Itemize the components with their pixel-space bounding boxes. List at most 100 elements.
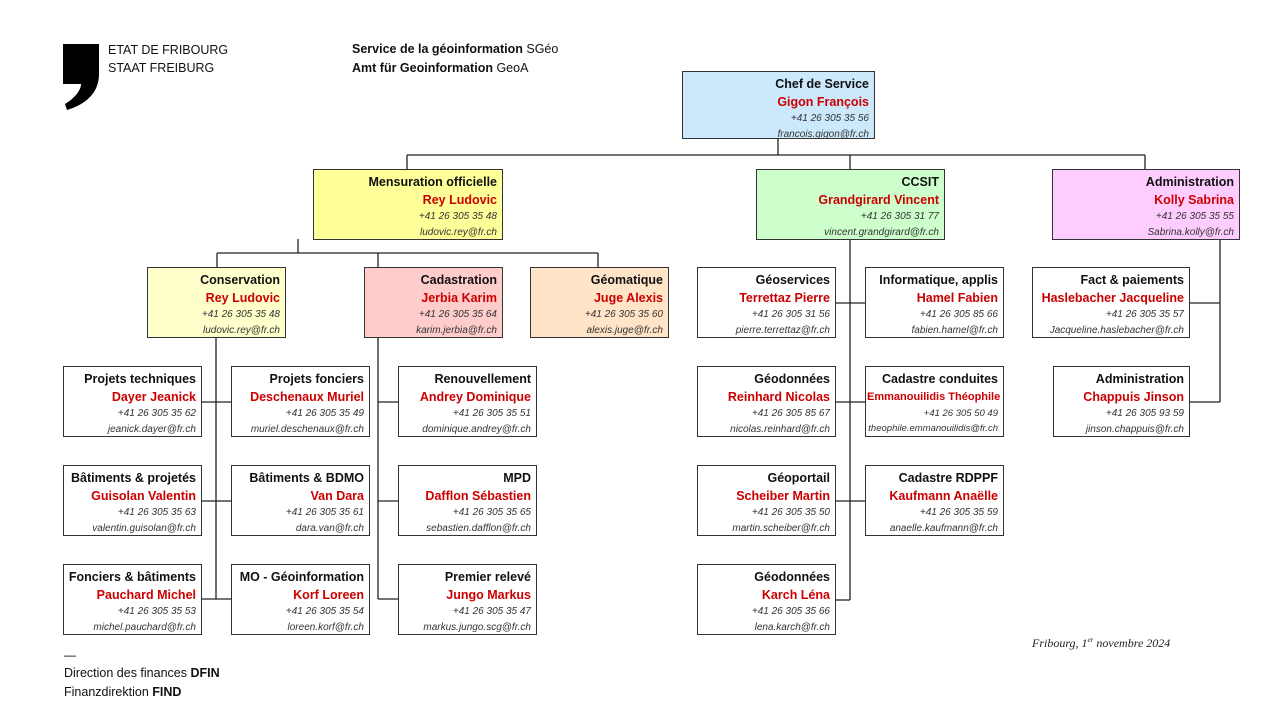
email-link[interactable]: fabien.hamel@fr.ch — [911, 325, 999, 336]
email-link[interactable]: Sabrina.kolly@fr.ch — [1147, 227, 1234, 238]
brand-name: ETAT DE FRIBOURG STAAT FREIBURG — [108, 41, 228, 77]
email-link[interactable]: markus.jungo.scg@fr.ch — [423, 622, 531, 633]
email-link[interactable]: karim.jerbia@fr.ch — [416, 325, 497, 336]
unit-title: MO - Géoinformation — [239, 570, 364, 584]
email-link[interactable]: dara.van@fr.ch — [295, 523, 364, 534]
directorate-de-abbr: FIND — [152, 685, 182, 699]
org-box-geodonnees-karch: Géodonnées Karch Léna +41 26 305 35 66 l… — [697, 564, 836, 635]
unit-title: Administration — [1095, 372, 1184, 386]
email-link[interactable]: sebastien.dafflon@fr.ch — [426, 523, 531, 534]
service-abbr-fr: SGéo — [526, 42, 559, 56]
phone-number: +41 26 305 31 56 — [751, 309, 830, 320]
email-link[interactable]: theophile.emmanouilidis@fr.ch — [868, 423, 998, 434]
org-box-conservation: Conservation Rey Ludovic +41 26 305 35 4… — [147, 267, 286, 338]
email-link[interactable]: lena.karch@fr.ch — [754, 622, 830, 633]
phone-number: +41 26 305 35 49 — [285, 408, 364, 419]
directorate-fr: Direction des finances — [64, 666, 187, 680]
phone-number: +41 26 305 35 62 — [117, 408, 196, 419]
email-link[interactable]: muriel.deschenaux@fr.ch — [250, 424, 364, 435]
person-name: Kolly Sabrina — [1154, 193, 1234, 207]
service-title: Service de la géoinformation SGéo Amt fü… — [352, 40, 558, 78]
phone-number: +41 26 305 31 77 — [860, 211, 939, 222]
unit-title: MPD — [503, 471, 531, 485]
person-name: Kaufmann Anaëlle — [889, 489, 998, 503]
person-name: Reinhard Nicolas — [727, 390, 830, 404]
org-box-geodonnees-reinhard: Géodonnées Reinhard Nicolas +41 26 305 8… — [697, 366, 836, 437]
unit-title: Géodonnées — [754, 570, 830, 584]
unit-title: Bâtiments & projetés — [70, 471, 196, 485]
email-link[interactable]: ludovic.rey@fr.ch — [419, 227, 497, 238]
person-name: Dayer Jeanick — [111, 390, 196, 404]
email-link[interactable]: jeanick.dayer@fr.ch — [107, 424, 196, 435]
email-link[interactable]: francois.gigon@fr.ch — [777, 129, 870, 139]
directorate-fr-abbr: DFIN — [190, 666, 220, 680]
unit-title: Géoportail — [767, 471, 830, 485]
document-date: Fribourg, 1er novembre 2024 — [1032, 636, 1170, 651]
unit-title: Géomatique — [590, 273, 663, 287]
person-name: Korf Loreen — [293, 588, 364, 602]
org-box-mensuration-officielle: Mensuration officielle Rey Ludovic +41 2… — [313, 169, 503, 240]
phone-number: +41 26 305 35 51 — [452, 408, 531, 419]
unit-title: Chef de Service — [775, 77, 869, 91]
org-box-geoservices: Géoservices Terrettaz Pierre +41 26 305 … — [697, 267, 836, 338]
email-link[interactable]: pierre.terrettaz@fr.ch — [735, 325, 830, 336]
phone-number: +41 26 305 35 56 — [790, 113, 869, 124]
phone-number: +41 26 305 35 54 — [285, 606, 364, 617]
phone-number: +41 26 305 85 66 — [919, 309, 998, 320]
phone-number: +41 26 305 35 65 — [452, 507, 531, 518]
email-link[interactable]: loreen.korf@fr.ch — [287, 622, 364, 633]
org-box-projets-fonciers: Projets fonciers Deschenaux Muriel +41 2… — [231, 366, 370, 437]
email-link[interactable]: dominique.andrey@fr.ch — [422, 424, 531, 435]
unit-title: Cadastre RDPPF — [898, 471, 998, 485]
unit-title: Informatique, applis — [879, 273, 998, 287]
email-link[interactable]: alexis.juge@fr.ch — [586, 325, 663, 336]
service-name-de: Amt für Geoinformation — [352, 61, 493, 75]
person-name: Rey Ludovic — [205, 291, 280, 305]
unit-title: Mensuration officielle — [368, 175, 498, 189]
phone-number: +41 26 305 35 57 — [1105, 309, 1184, 320]
email-link[interactable]: vincent.grandgirard@fr.ch — [824, 227, 939, 238]
email-link[interactable]: Jacqueline.haslebacher@fr.ch — [1049, 325, 1184, 336]
person-name: Emmanouilidis Théophile — [867, 391, 1001, 403]
phone-number: +41 26 305 35 66 — [751, 606, 830, 617]
brand-line-de: STAAT FREIBURG — [108, 61, 215, 75]
person-name: Chappuis Jinson — [1083, 390, 1184, 404]
org-box-informatique-applis: Informatique, applis Hamel Fabien +41 26… — [865, 267, 1004, 338]
email-link[interactable]: martin.scheiber@fr.ch — [732, 523, 830, 534]
unit-title: Fact & paiements — [1080, 273, 1184, 287]
email-link[interactable]: ludovic.rey@fr.ch — [202, 325, 280, 336]
person-name: Guisolan Valentin — [91, 489, 196, 503]
phone-number: +41 26 305 35 48 — [418, 211, 497, 222]
directorate-de: Finanzdirektion — [64, 685, 149, 699]
phone-number: +41 26 305 35 48 — [201, 309, 280, 320]
org-box-administration: Administration Kolly Sabrina +41 26 305 … — [1052, 169, 1240, 240]
unit-title: Administration — [1145, 175, 1234, 189]
footer-dash: — — [64, 648, 76, 662]
comma-logo-icon — [63, 44, 99, 110]
org-box-geomatique: Géomatique Juge Alexis +41 26 305 35 60 … — [530, 267, 669, 338]
unit-title: Géodonnées — [754, 372, 830, 386]
email-link[interactable]: valentin.guisolan@fr.ch — [92, 523, 196, 534]
unit-title: Bâtiments & BDMO — [249, 471, 364, 485]
unit-title: Conservation — [200, 273, 280, 287]
person-name: Juge Alexis — [593, 291, 663, 305]
phone-number: +41 26 305 85 67 — [751, 408, 830, 419]
phone-number: +41 26 305 35 50 — [751, 507, 830, 518]
person-name: Van Dara — [310, 489, 364, 503]
email-link[interactable]: nicolas.reinhard@fr.ch — [730, 424, 830, 435]
phone-number: +41 26 305 35 55 — [1155, 211, 1234, 222]
phone-number: +41 26 305 35 64 — [418, 309, 497, 320]
org-box-mo-geoinformation: MO - Géoinformation Korf Loreen +41 26 3… — [231, 564, 370, 635]
person-name: Grandgirard Vincent — [818, 193, 939, 207]
unit-title: Premier relevé — [444, 570, 531, 584]
org-box-mpd: MPD Dafflon Sébastien +41 26 305 35 65 s… — [398, 465, 537, 536]
footer-directorate: Direction des finances DFIN Finanzdirekt… — [64, 664, 220, 702]
date-superscript: er — [1087, 636, 1094, 644]
email-link[interactable]: michel.pauchard@fr.ch — [93, 622, 196, 633]
email-link[interactable]: jinson.chappuis@fr.ch — [1085, 424, 1184, 435]
phone-number: +41 26 305 35 60 — [584, 309, 663, 320]
org-box-batiments-bdmo: Bâtiments & BDMO Van Dara +41 26 305 35 … — [231, 465, 370, 536]
org-box-batiments-projetes: Bâtiments & projetés Guisolan Valentin +… — [63, 465, 202, 536]
email-link[interactable]: anaelle.kaufmann@fr.ch — [889, 523, 998, 534]
